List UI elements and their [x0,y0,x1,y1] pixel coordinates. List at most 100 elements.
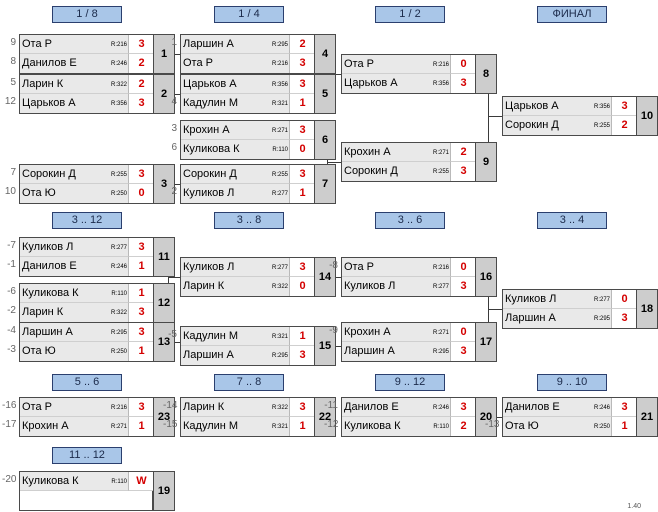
player-score: 1 [611,417,637,436]
player-row: Сорокин Д R:255 [20,165,128,184]
seed-label: -20 [2,474,17,485]
match-number: 2 [153,74,175,114]
player-rating: R:295 [593,316,610,322]
seed-label: -17 [2,419,17,430]
match-number: 15 [314,326,336,366]
player-score: 3 [611,398,637,417]
player-rating: R:255 [271,172,288,178]
seed-label: 8 [10,56,16,67]
player-name: Данилов Е [505,401,560,413]
player-name: Куликов Л [22,241,74,253]
stage-header: 1 / 8 [52,6,122,23]
match-number: 4 [314,34,336,74]
player-rating: R:216 [271,61,288,67]
player-rating: R:216 [432,265,449,271]
player-name: Куликов Л [183,187,235,199]
player-name: Данилов Е [344,401,399,413]
player-score: 3 [289,75,315,94]
seed-label: 5 [10,77,16,88]
player-row: Крохин А R:271 [20,417,128,436]
player-rating: R:250 [110,191,127,197]
seed-label: -7 [7,240,16,251]
player-name: Кадулин М [183,330,239,342]
stage-header: 9 .. 10 [537,374,607,391]
player-score: 3 [128,323,154,342]
player-rating: R:250 [593,424,610,430]
player-name: Кадулин М [183,420,239,432]
seed-label: 9 [10,37,16,48]
player-name: Царьков А [505,100,559,112]
player-rating: R:255 [110,172,127,178]
player-name: Царьков А [183,78,237,90]
player-rating: R:322 [271,284,288,290]
seed-label: 12 [4,96,16,107]
player-rating: R:110 [272,147,288,153]
player-name: Ота Р [183,57,213,69]
player-score: 3 [289,165,315,184]
player-score: 3 [289,258,315,277]
match-number: 8 [475,54,497,94]
player-name: Данилов Е [22,260,77,272]
player-score: 3 [128,303,154,322]
seed-label: -4 [7,325,16,336]
player-rating: R:277 [432,284,449,290]
player-name: Сорокин Д [22,168,76,180]
player-rating: R:295 [432,349,449,355]
player-name: Куликова К [344,420,401,432]
bracket-connector [488,277,489,343]
player-rating: R:246 [593,405,610,411]
match-number: 18 [636,289,658,329]
player-score: 0 [611,290,637,309]
match-number: 7 [314,164,336,204]
stage-header: 11 .. 12 [52,447,122,464]
match-number: 9 [475,142,497,182]
player-name: Царьков А [344,77,398,89]
player-name: Ота Р [22,38,52,50]
player-rating: R:271 [110,424,127,430]
match-number: 17 [475,322,497,362]
seed-label: 2 [171,186,177,197]
player-name: Ота Р [344,58,374,70]
player-name: Сорокин Д [344,165,398,177]
seed-label: 4 [171,96,177,107]
match-number: 23 [153,397,175,437]
player-score: 3 [450,277,476,296]
player-name: Крохин А [22,420,69,432]
